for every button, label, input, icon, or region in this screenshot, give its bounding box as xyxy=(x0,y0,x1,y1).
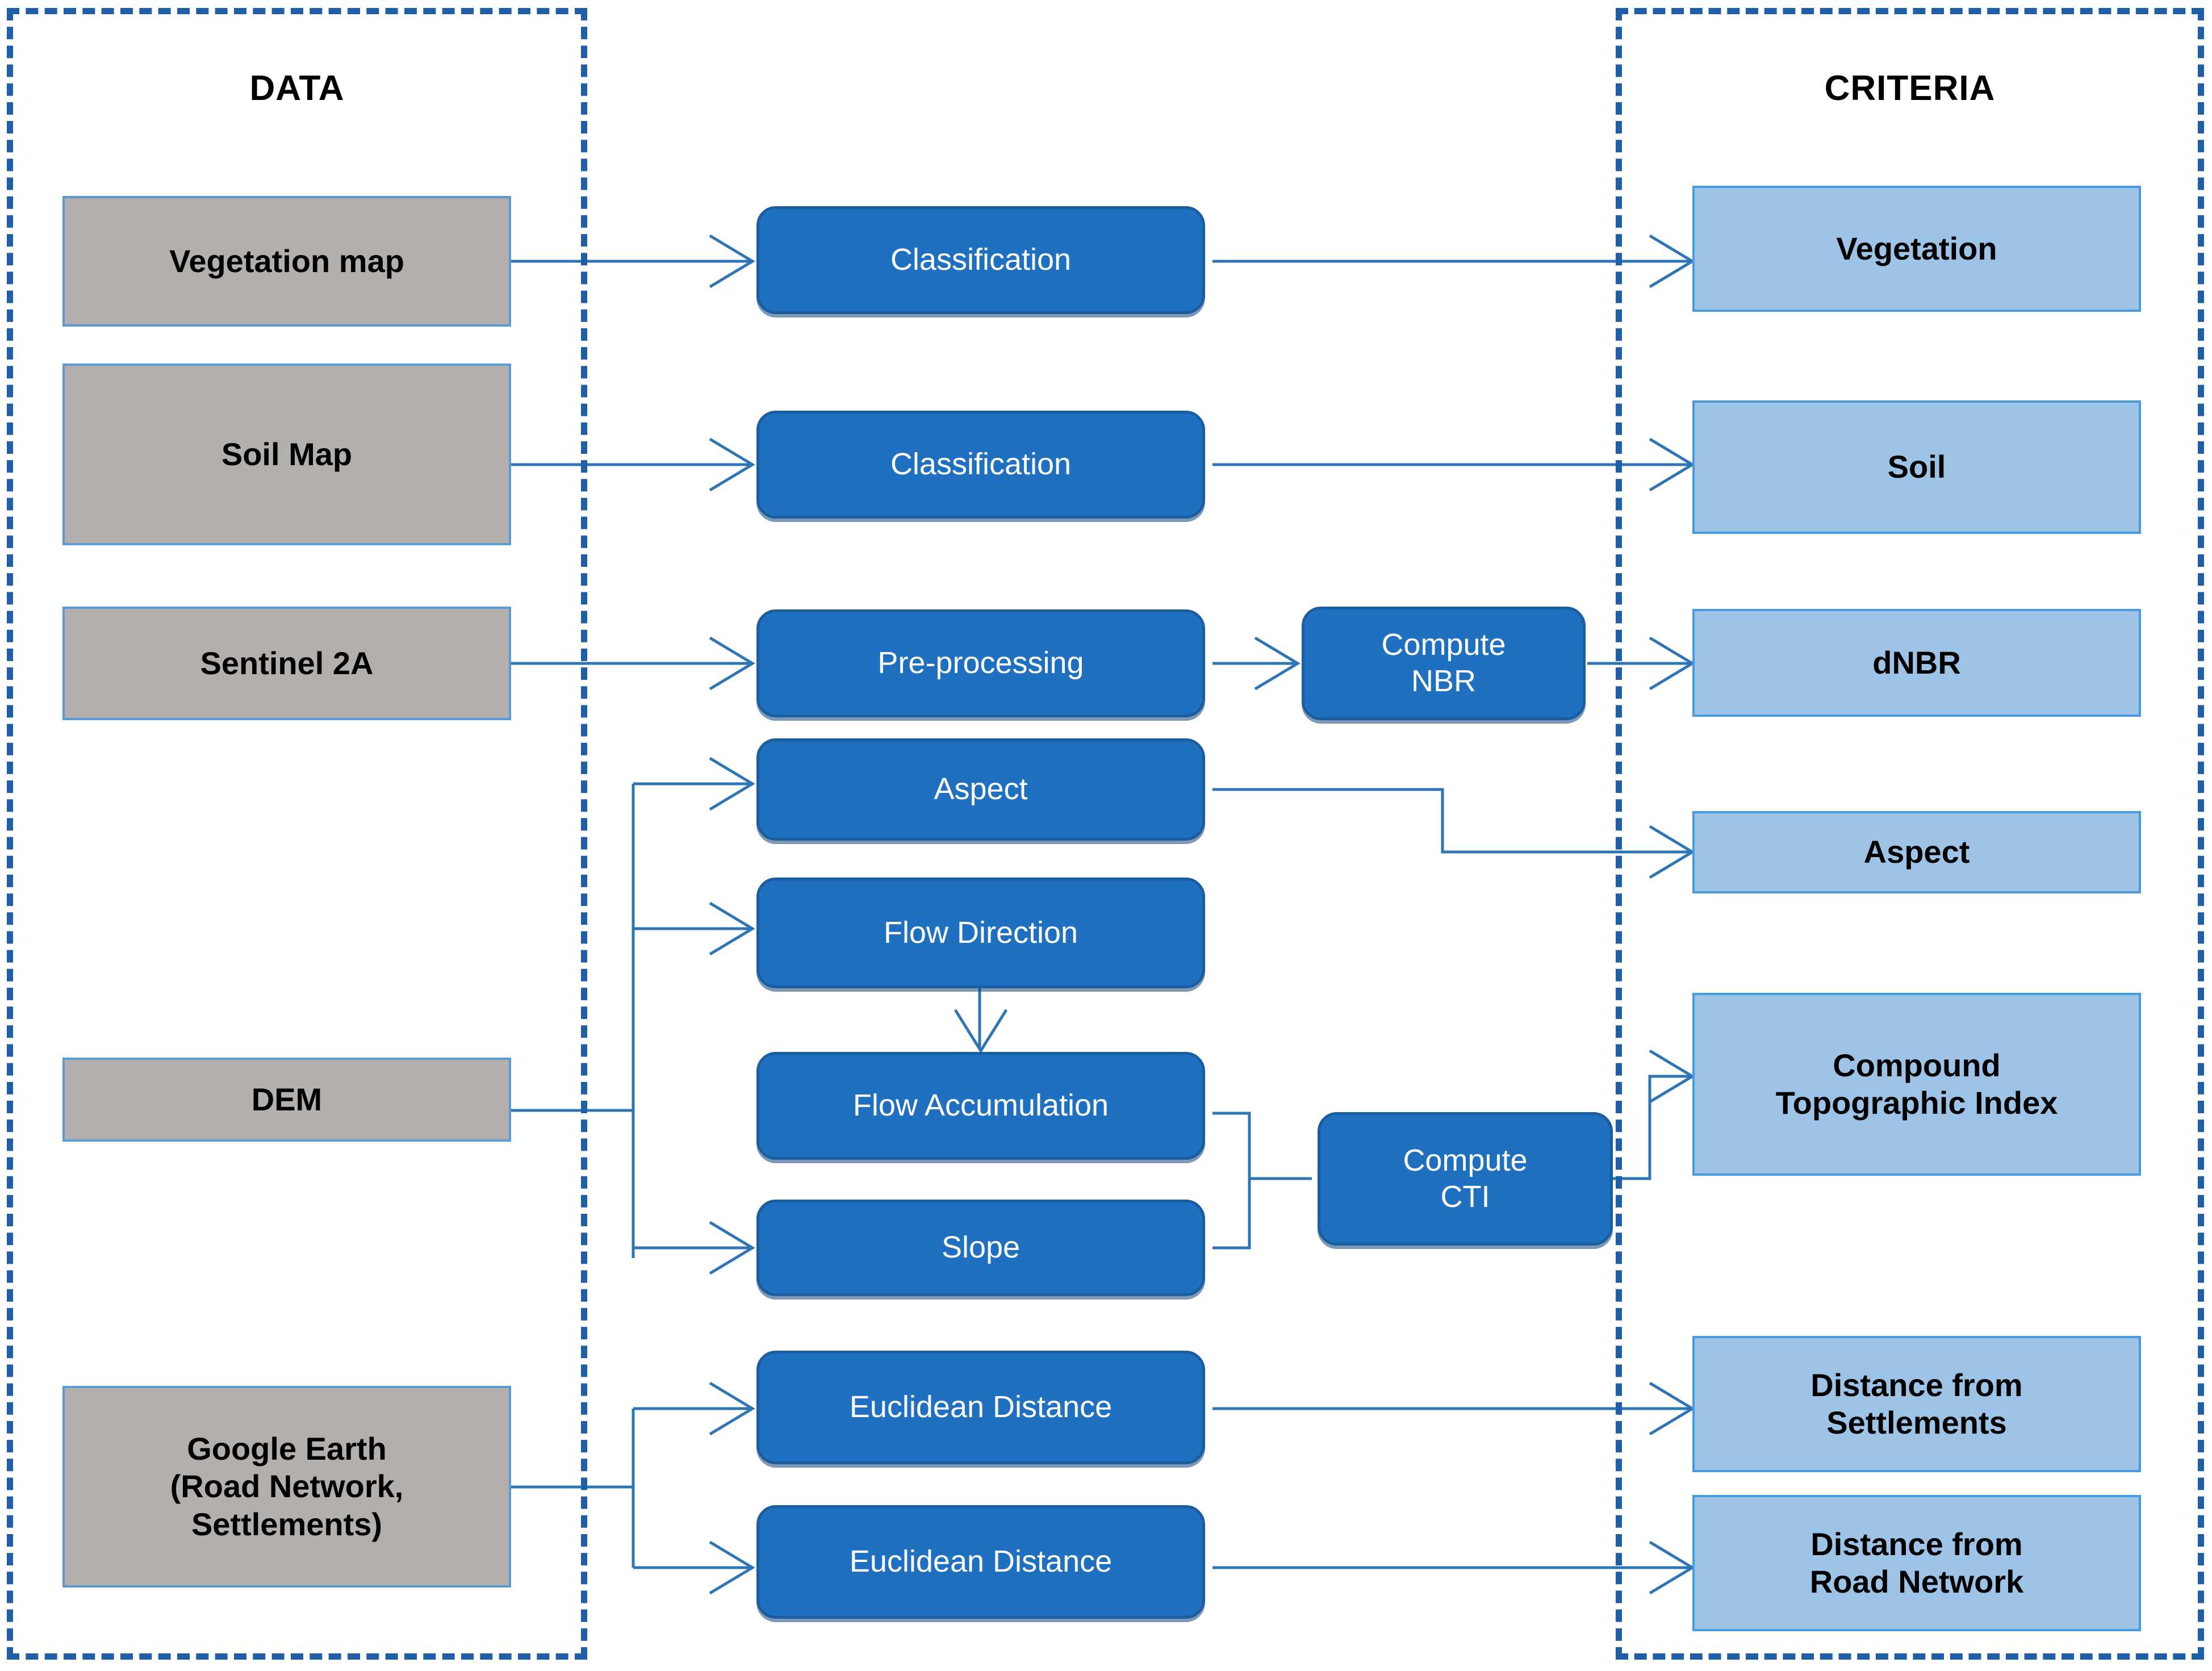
criteria-box-dnbr[interactable]: dNBR xyxy=(1692,609,2141,717)
criteria-box-vegetation[interactable]: Vegetation xyxy=(1692,186,2141,312)
data-box-dem[interactable]: DEM xyxy=(62,1058,511,1142)
process-box-slope[interactable]: Slope xyxy=(756,1200,1205,1296)
data-panel-title: DATA xyxy=(249,69,345,108)
process-box-aspect[interactable]: Aspect xyxy=(756,738,1205,841)
criteria-panel xyxy=(1616,8,2204,1660)
process-box-label: Aspect xyxy=(934,772,1028,807)
criteria-box-soil[interactable]: Soil xyxy=(1692,400,2141,534)
process-box-compute-cti[interactable]: Compute CTI xyxy=(1318,1112,1613,1246)
data-box-label: Vegetation map xyxy=(169,243,404,279)
criteria-box-label-line2: Road Network xyxy=(1809,1564,2024,1599)
process-box-label: Slope xyxy=(941,1230,1021,1265)
criteria-box-label: Aspect xyxy=(1863,834,1970,870)
process-box-euclidean-distance-settlements[interactable]: Euclidean Distance xyxy=(756,1351,1205,1464)
criteria-box-compound-topographic-index[interactable]: Compound Topographic Index xyxy=(1692,993,2141,1176)
criteria-box-label-line1: Distance from xyxy=(1810,1367,2023,1403)
data-box-label-line3: Settlements) xyxy=(191,1506,383,1542)
criteria-box-label-line2: Settlements xyxy=(1826,1405,2007,1440)
process-box-label-line1: Compute xyxy=(1381,628,1506,662)
process-box-label: Euclidean Distance xyxy=(849,1390,1113,1424)
criteria-box-label: dNBR xyxy=(1872,644,1961,680)
data-box-label-line2: (Road Network, xyxy=(170,1468,404,1505)
criteria-box-aspect[interactable]: Aspect xyxy=(1692,811,2141,893)
data-panel xyxy=(7,8,587,1660)
data-box-sentinel-2a[interactable]: Sentinel 2A xyxy=(62,607,511,720)
data-box-label: DEM xyxy=(251,1081,323,1117)
process-box-label-line2: CTI xyxy=(1440,1179,1490,1214)
process-box-label: Pre-processing xyxy=(877,646,1084,680)
data-box-soil-map[interactable]: Soil Map xyxy=(62,364,511,545)
process-box-classification-vegetation[interactable]: Classification xyxy=(756,206,1205,314)
data-box-label-line1: Google Earth xyxy=(187,1431,387,1467)
criteria-box-distance-from-settlements[interactable]: Distance from Settlements xyxy=(1692,1336,2141,1472)
process-box-compute-nbr[interactable]: Compute NBR xyxy=(1302,607,1586,720)
criteria-box-label: Vegetation xyxy=(1836,230,1997,266)
process-box-label: Flow Accumulation xyxy=(852,1088,1109,1123)
criteria-box-distance-from-road-network[interactable]: Distance from Road Network xyxy=(1692,1495,2141,1631)
process-box-classification-soil[interactable]: Classification xyxy=(756,411,1205,519)
process-box-label: Flow Direction xyxy=(883,915,1078,950)
process-box-label: Classification xyxy=(890,243,1072,277)
criteria-box-label: Soil xyxy=(1887,449,1946,485)
data-box-label: Soil Map xyxy=(221,436,353,472)
criteria-box-label-line1: Compound xyxy=(1833,1047,2001,1083)
process-box-flow-direction[interactable]: Flow Direction xyxy=(756,878,1205,988)
process-box-flow-accumulation[interactable]: Flow Accumulation xyxy=(756,1052,1205,1160)
process-box-pre-processing[interactable]: Pre-processing xyxy=(756,609,1205,717)
process-box-label: Euclidean Distance xyxy=(849,1544,1113,1579)
criteria-box-label-line2: Topographic Index xyxy=(1775,1085,2058,1121)
data-box-vegetation-map[interactable]: Vegetation map xyxy=(62,196,511,327)
process-box-label-line2: NBR xyxy=(1411,664,1476,698)
process-box-label: Classification xyxy=(890,447,1072,482)
criteria-box-label-line1: Distance from xyxy=(1810,1526,2023,1562)
process-box-euclidean-distance-roads[interactable]: Euclidean Distance xyxy=(756,1505,1205,1619)
process-box-label-line1: Compute xyxy=(1403,1143,1528,1177)
data-box-google-earth[interactable]: Google Earth (Road Network, Settlements) xyxy=(62,1386,511,1588)
data-box-label: Sentinel 2A xyxy=(200,645,374,681)
criteria-panel-title: CRITERIA xyxy=(1824,69,1996,108)
